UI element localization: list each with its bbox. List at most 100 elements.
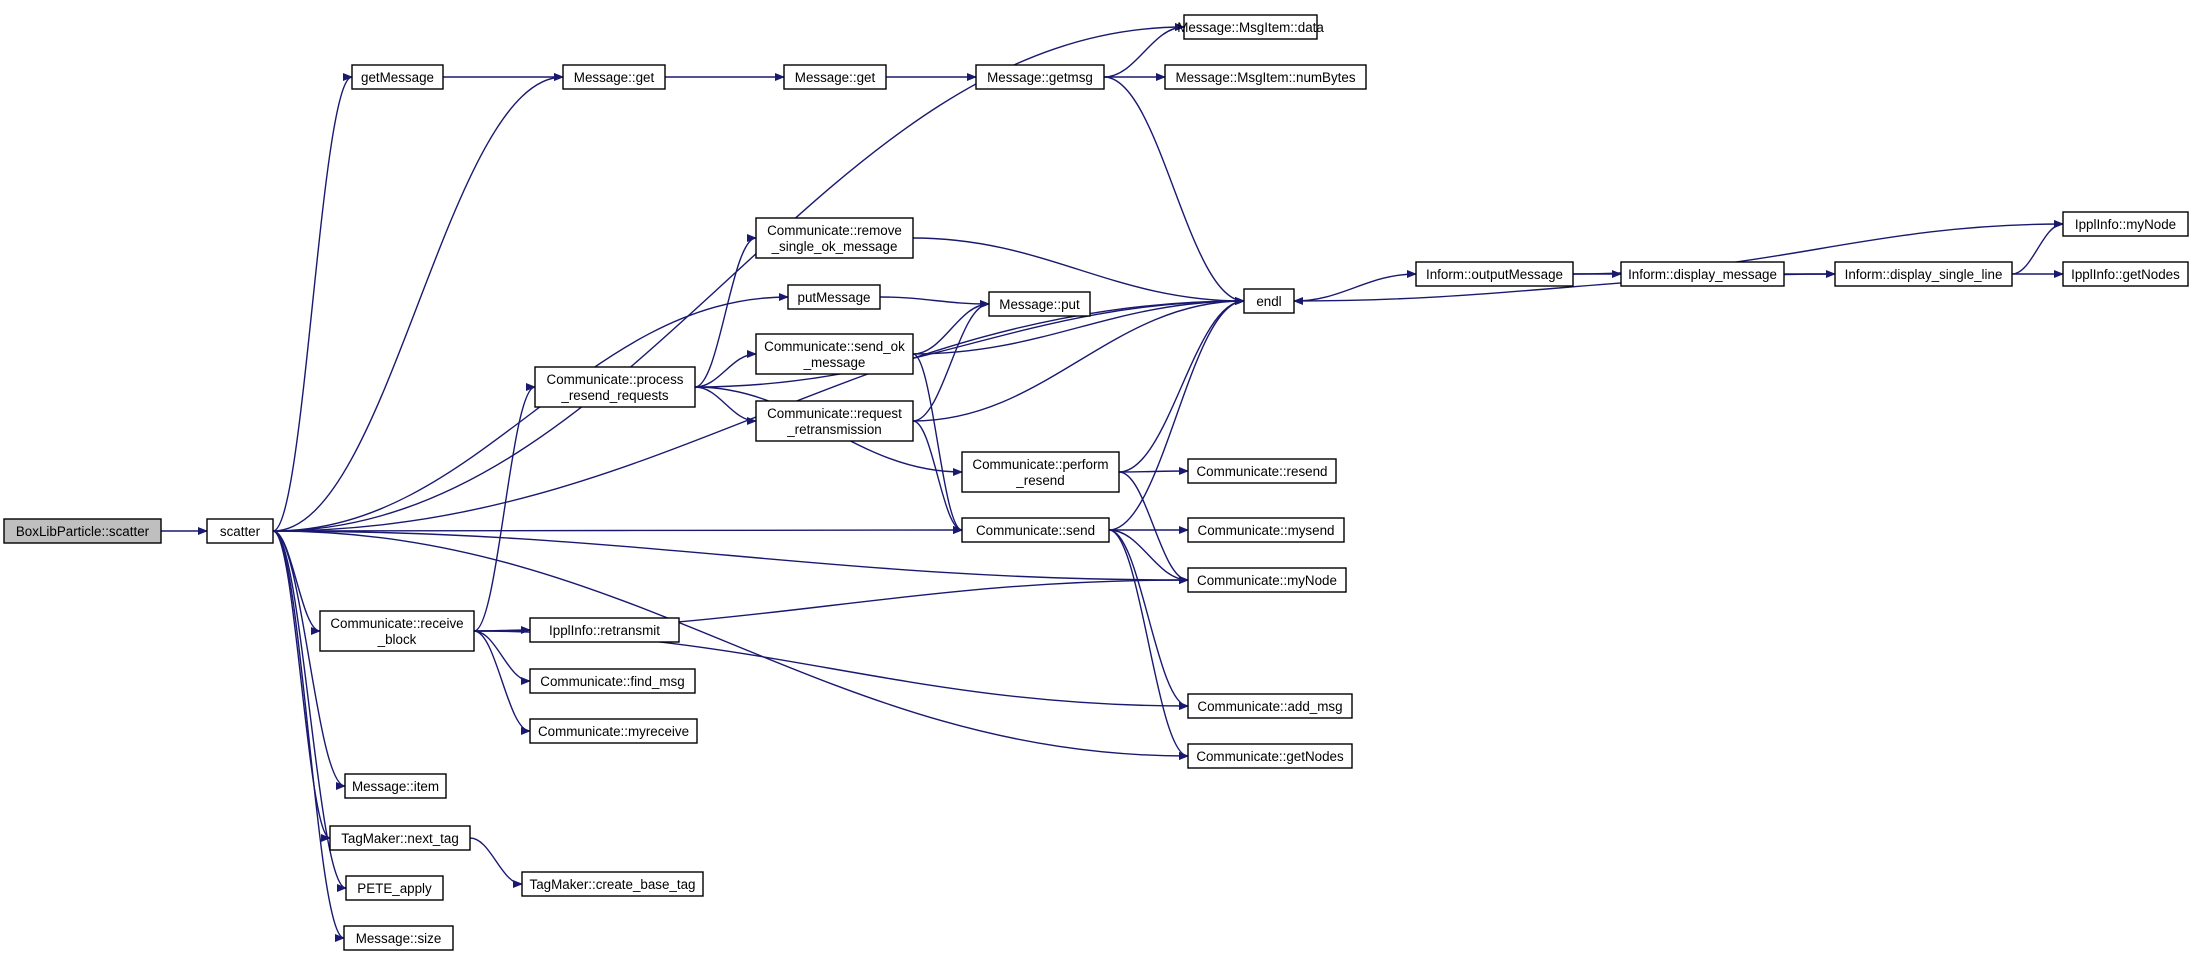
edge-communicate-send-ok-message-to-message-put: [912, 300, 990, 355]
edge-scatter-to-message-size: [272, 530, 345, 942]
edge-line: [694, 386, 757, 425]
node-message-get[interactable]: Message::get: [562, 64, 666, 90]
edge-communicate-perform-resend-to-communicate-resend: [1118, 467, 1189, 476]
node-label: Message::MsgItem::data: [1177, 20, 1324, 35]
node-box: [529, 718, 698, 744]
node-label: Communicate::find_msg: [540, 674, 684, 689]
node-putmessage[interactable]: putMessage: [787, 284, 881, 310]
node-communicate-perform-resend[interactable]: Communicate::perform_resend: [961, 451, 1120, 493]
edge-communicate-send-ok-message-to-communicate-send: [912, 353, 963, 534]
node-label: Message::size: [356, 931, 442, 946]
node-communicate-send-ok-message[interactable]: Communicate::send_ok_message: [755, 333, 914, 375]
node-box: [1187, 567, 1347, 593]
node-inform-display-message[interactable]: Inform::display_message: [1620, 261, 1785, 287]
node-ipplinfo-mynode[interactable]: IpplInfo::myNode: [2062, 211, 2189, 237]
node-pete-apply[interactable]: PETE_apply: [345, 875, 444, 901]
node-box: [1187, 743, 1353, 769]
node-box: [755, 217, 914, 259]
edge-line: [1108, 529, 1189, 584]
edge-scatter-to-communicate-getnodes: [272, 530, 1189, 760]
node-communicate-remove-single-ok-message[interactable]: Communicate::remove_single_ok_message: [755, 217, 914, 259]
node-label: Communicate::remove: [767, 223, 902, 238]
node-box: [1415, 261, 1574, 287]
node-communicate-myreceive[interactable]: Communicate::myreceive: [529, 718, 698, 744]
node-communicate-process-resend-requests[interactable]: Communicate::process_resend_requests: [534, 366, 696, 408]
node-box: [975, 64, 1105, 90]
edge-communicate-request-retransmission-to-communicate-send: [912, 420, 963, 534]
node-tagmaker-create-base-tag[interactable]: TagMaker::create_base_tag: [521, 871, 704, 897]
node-label: Communicate::resend: [1197, 464, 1328, 479]
node-label: _resend_requests: [560, 388, 669, 403]
edge-line: [879, 296, 990, 308]
node-label: _resend: [1015, 473, 1064, 488]
edge-line: [1118, 471, 1189, 584]
node-tagmaker-next-tag[interactable]: TagMaker::next_tag: [329, 825, 471, 851]
edge-line: [1108, 529, 1189, 760]
node-label: Communicate::process: [547, 372, 684, 387]
edge-line: [694, 350, 757, 388]
node-communicate-getnodes[interactable]: Communicate::getNodes: [1187, 743, 1353, 769]
node-box: [1620, 261, 1785, 287]
node-message-put[interactable]: Message::put: [988, 291, 1091, 317]
edge-line: [1118, 467, 1189, 476]
node-endl[interactable]: endl: [1243, 288, 1295, 314]
node-message-msgitem-numbytes[interactable]: Message::MsgItem::numBytes: [1164, 64, 1367, 90]
node-box: [344, 773, 447, 799]
node-box: [534, 366, 696, 408]
node-communicate-add-msg[interactable]: Communicate::add_msg: [1187, 693, 1353, 719]
node-label: Communicate::send_ok: [764, 339, 905, 354]
node-box: [787, 284, 881, 310]
node-label: TagMaker::create_base_tag: [530, 877, 696, 892]
node-ipplinfo-getnodes[interactable]: IpplInfo::getNodes: [2062, 261, 2189, 287]
node-communicate-resend[interactable]: Communicate::resend: [1187, 458, 1337, 484]
edge-line: [272, 73, 564, 532]
edge-line: [694, 234, 757, 388]
node-label: IpplInfo::getNodes: [2071, 267, 2180, 282]
node-label: Inform::outputMessage: [1426, 267, 1563, 282]
edge-communicate-send-to-endl: [1108, 297, 1245, 531]
node-communicate-mynode[interactable]: Communicate::myNode: [1187, 567, 1347, 593]
node-box: [1187, 517, 1345, 543]
edge-line: [272, 73, 353, 532]
node-message-getmsg[interactable]: Message::getmsg: [975, 64, 1105, 90]
edge-line: [473, 383, 536, 632]
node-communicate-receive-block[interactable]: Communicate::receive_block: [319, 610, 475, 652]
node-label: _retransmission: [786, 422, 882, 437]
node-inform-display-single-line[interactable]: Inform::display_single_line: [1834, 261, 2013, 287]
node-label: Communicate::mysend: [1198, 523, 1335, 538]
node-inform-outputmessage[interactable]: Inform::outputMessage: [1415, 261, 1574, 287]
node-message-get[interactable]: Message::get: [783, 64, 887, 90]
node-box: [2062, 261, 2189, 287]
edge-line: [272, 530, 321, 635]
node-box: [1243, 288, 1295, 314]
edge-line: [272, 530, 345, 942]
edge-line: [912, 300, 990, 422]
edge-layer: [161, 23, 2064, 942]
edge-scatter-to-communicate-send: [272, 526, 963, 535]
node-communicate-mysend[interactable]: Communicate::mysend: [1187, 517, 1345, 543]
node-ipplinfo-retransmit[interactable]: IpplInfo::retransmit: [529, 617, 680, 643]
node-message-item[interactable]: Message::item: [344, 773, 447, 799]
edge-line: [469, 837, 523, 888]
edge-communicate-receive-block-to-communicate-find-msg: [473, 630, 531, 685]
edge-scatter-to-communicate-mynode: [272, 530, 1189, 584]
node-communicate-send[interactable]: Communicate::send: [961, 517, 1110, 543]
node-scatter[interactable]: scatter: [206, 518, 274, 544]
edge-line: [912, 297, 1245, 355]
node-layer: BoxLibParticle::scatter scatter getMessage…: [3, 14, 2189, 951]
edge-line: [912, 420, 963, 534]
node-label: TagMaker::next_tag: [341, 831, 459, 846]
node-getmessage[interactable]: getMessage: [351, 64, 444, 90]
edge-scatter-to-message-item: [272, 530, 346, 790]
node-boxlibparticle-scatter[interactable]: BoxLibParticle::scatter: [3, 518, 162, 544]
node-box: [755, 333, 914, 375]
node-message-size[interactable]: Message::size: [343, 925, 454, 951]
edge-line: [473, 630, 531, 685]
node-label: Communicate::getNodes: [1196, 749, 1344, 764]
node-message-msgitem-data[interactable]: Message::MsgItem::data: [1177, 14, 1324, 40]
node-communicate-find-msg[interactable]: Communicate::find_msg: [529, 668, 696, 694]
node-communicate-request-retransmission[interactable]: Communicate::request_retransmission: [755, 400, 914, 442]
node-label: getMessage: [361, 70, 434, 85]
node-label: Message::get: [574, 70, 655, 85]
